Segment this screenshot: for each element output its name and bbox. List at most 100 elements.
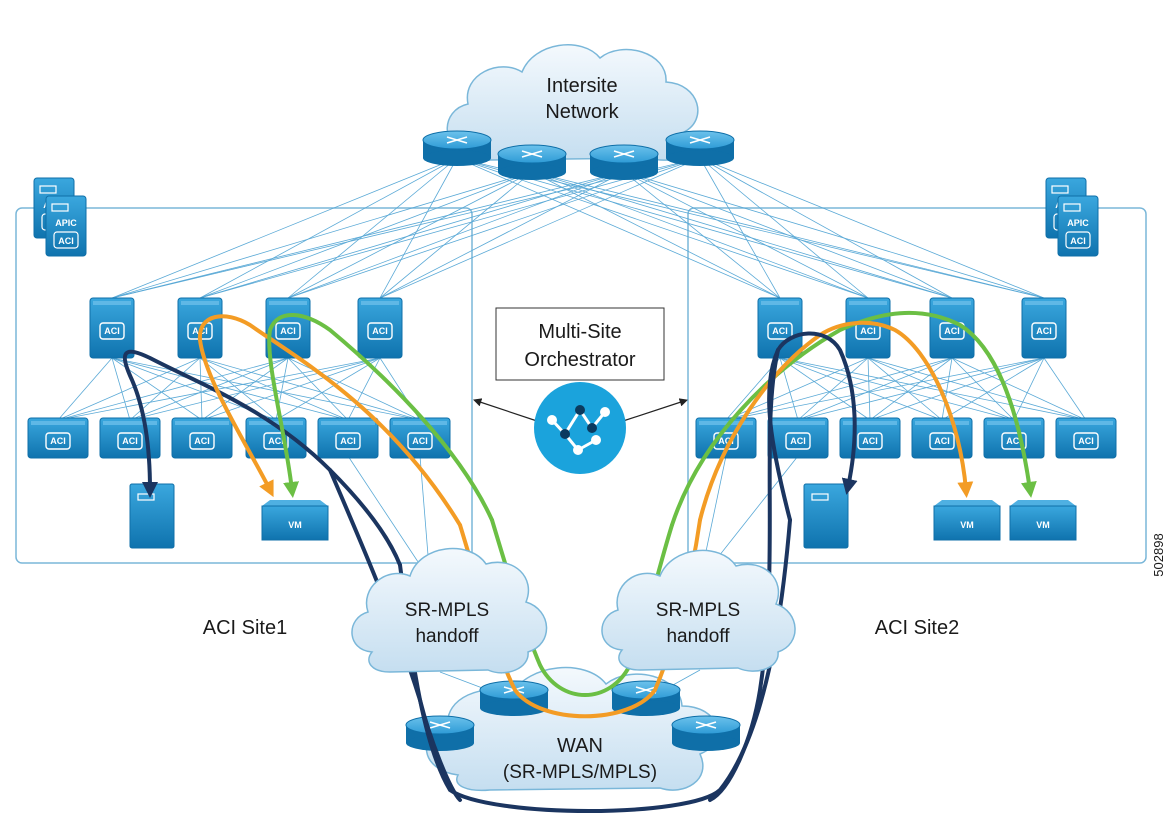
- site2-leaf-6: ACI: [1055, 417, 1117, 459]
- link: [531, 171, 869, 299]
- link: [199, 171, 533, 299]
- intersite-network-cloud: Intersite Network: [446, 44, 699, 162]
- link: [531, 171, 781, 299]
- aci-icon: ACI: [929, 432, 955, 450]
- site2-handoff-label-line2: handoff: [666, 626, 730, 647]
- link: [1043, 357, 1087, 421]
- orchestrator-label-line2: Orchestrator: [524, 349, 635, 371]
- orchestrator-arrow-left: [473, 398, 541, 423]
- aci-icon: ACI: [335, 432, 361, 450]
- intersite-router-4: [665, 130, 735, 166]
- aci-icon: ACI: [857, 432, 883, 450]
- path-navy-wan-left-loop: [328, 468, 462, 802]
- link: [111, 357, 421, 421]
- router-icon: [613, 150, 635, 158]
- site1-leaf-5: ACI: [317, 417, 379, 459]
- svg-text:ACI: ACI: [194, 436, 210, 446]
- link: [57, 357, 289, 421]
- orchestrator-icon: [534, 382, 626, 474]
- wan-routers: [405, 680, 741, 751]
- site2-leaf-2: ACI: [767, 417, 829, 459]
- path-green-site1: [267, 313, 494, 522]
- site2-handoff-cloud: SR-MPLS handoff: [601, 549, 796, 672]
- link: [699, 157, 869, 299]
- link: [199, 171, 625, 299]
- svg-text:VM: VM: [288, 520, 302, 530]
- site1-handoff-cloud: SR-MPLS handoff: [351, 547, 548, 674]
- link: [456, 157, 781, 299]
- aci-icon: ACI: [99, 322, 125, 340]
- svg-text:ACI: ACI: [104, 326, 120, 336]
- svg-text:ACI: ACI: [1078, 436, 1094, 446]
- link: [111, 171, 625, 299]
- link: [867, 357, 871, 421]
- link: [199, 357, 421, 421]
- site1-leaf-2: ACI: [99, 417, 161, 459]
- link: [199, 157, 458, 299]
- svg-text:ACI: ACI: [50, 436, 66, 446]
- svg-text:ACI: ACI: [1036, 326, 1052, 336]
- aci-icon: ACI: [189, 432, 215, 450]
- link: [111, 357, 349, 421]
- svg-text:ACI: ACI: [772, 326, 788, 336]
- link: [199, 357, 277, 421]
- aci-icon: ACI: [117, 432, 143, 450]
- site1-spine-4: ACI: [357, 297, 403, 359]
- link: [456, 157, 1045, 299]
- svg-text:APIC: APIC: [55, 218, 77, 228]
- orchestrator-label-line1: Multi-Site: [538, 321, 621, 343]
- link: [201, 357, 289, 421]
- svg-text:ACI: ACI: [860, 326, 876, 336]
- svg-text:ACI: ACI: [372, 326, 388, 336]
- link: [57, 357, 113, 421]
- svg-text:ACI: ACI: [934, 436, 950, 446]
- link: [379, 171, 533, 299]
- link: [456, 157, 869, 299]
- site2-server: [803, 483, 849, 549]
- link: [531, 171, 953, 299]
- router-icon: [429, 721, 451, 729]
- link: [779, 357, 1015, 421]
- link: [699, 157, 1045, 299]
- link: [111, 157, 458, 299]
- svg-text:ACI: ACI: [280, 326, 296, 336]
- site2-frame: [687, 207, 1147, 564]
- site2-leaf-3: ACI: [839, 417, 901, 459]
- site2-vm-2: VM: [1009, 500, 1077, 541]
- aci-icon: ACI: [785, 432, 811, 450]
- link: [275, 357, 381, 421]
- svg-text:ACI: ACI: [1070, 236, 1086, 246]
- orchestrator-nodes: [547, 405, 610, 455]
- svg-text:ACI: ACI: [122, 436, 138, 446]
- path-orange-site2: [698, 320, 974, 522]
- link: [867, 357, 943, 421]
- aci-icon: ACI: [1031, 322, 1057, 340]
- site1-spine-1: ACI: [89, 297, 135, 359]
- link: [129, 357, 381, 421]
- site2-spine-3: ACI: [929, 297, 975, 359]
- router-icon: [521, 150, 543, 158]
- orchestrator-arrow-right: [619, 398, 688, 423]
- wan-label-line1: WAN: [557, 735, 603, 757]
- link: [1013, 357, 1045, 421]
- path-navy-site1-local: [122, 349, 402, 567]
- aci-icon: ACI: [45, 432, 71, 450]
- link: [287, 157, 458, 299]
- intersite-router-1: [422, 130, 492, 166]
- site1-vm: VM: [261, 500, 329, 541]
- svg-text:ACI: ACI: [790, 436, 806, 446]
- link: [379, 157, 701, 299]
- site1-server: [129, 483, 175, 549]
- link: [797, 357, 1045, 421]
- link: [867, 357, 1087, 421]
- path-orange-site1: [197, 314, 462, 527]
- link: [779, 357, 943, 421]
- link: [57, 357, 381, 421]
- aci-icon: ACI: [367, 322, 393, 340]
- link: [623, 171, 869, 299]
- link: [699, 157, 781, 299]
- link: [725, 357, 1045, 421]
- link: [951, 357, 1015, 421]
- svg-text:ACI: ACI: [412, 436, 428, 446]
